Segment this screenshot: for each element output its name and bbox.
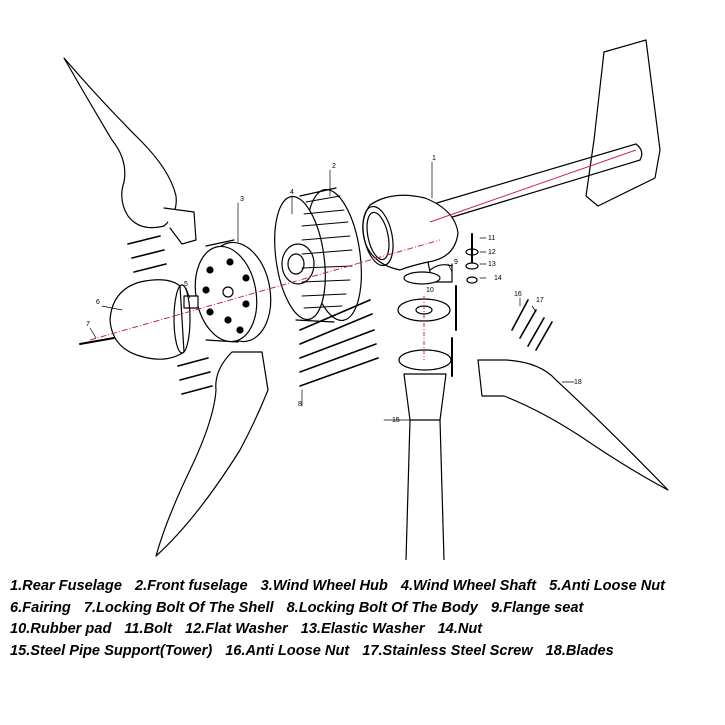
right-blade: [477, 359, 669, 491]
front-fuselage: [274, 187, 362, 323]
callout-18: 18: [574, 379, 582, 386]
legend-row: 6.Fairing 7.Locking Bolt Of The Shell 8.…: [10, 598, 720, 620]
callout-2: 2: [332, 163, 336, 170]
callout-13: 13: [488, 261, 496, 268]
wind-wheel-hub: [194, 239, 272, 343]
legend-item: 1.Rear Fuselage: [10, 578, 122, 594]
legend-item: 13.Elastic Washer: [300, 621, 425, 638]
legend-item: 11.Bolt: [124, 621, 172, 638]
callout-9: 9: [454, 259, 458, 266]
legend-item: 15.Steel Pipe Support(Tower): [10, 643, 213, 660]
rear-fuselage: [362, 194, 459, 271]
callout-16: 16: [514, 291, 522, 298]
callout-14: 14: [494, 275, 502, 282]
fairing: [109, 279, 191, 360]
callout-17: 17: [536, 297, 544, 304]
lower-blade: [155, 351, 269, 557]
legend-item: 10.Rubber pad: [10, 621, 112, 638]
legend-item: 7.Locking Bolt Of The Shell: [83, 599, 274, 616]
legend-item: 4.Wind Wheel Shaft: [400, 578, 537, 594]
parts-legend: 1.Rear Fuselage 2.Front fuselage 3.Wind …: [10, 576, 720, 663]
legend-item: 2.Front fuselage: [134, 578, 248, 594]
legend-item: 17.Stainless Steel Screw: [362, 643, 533, 660]
legend-item: 14.Nut: [437, 621, 483, 638]
legend-row: 10.Rubber pad 11.Bolt 12.Flat Washer 13.…: [10, 619, 720, 641]
legend-item: 9.Flange seat: [490, 599, 584, 616]
callout-12: 12: [488, 249, 496, 256]
anti-loose-nut: [183, 295, 199, 309]
callout-6: 6: [96, 299, 100, 306]
legend-item: 18.Blades: [545, 643, 614, 660]
screw-group: [511, 299, 553, 351]
tail-fin: [585, 39, 661, 207]
right-bolts: [451, 233, 479, 377]
legend-row: 15.Steel Pipe Support(Tower) 16.Anti Loo…: [10, 641, 720, 663]
callout-15: 15: [392, 417, 400, 424]
exploded-view-diagram: 1 2 3 4 5 6 7 8 9 10 11 12 13 14 15 16 1…: [63, 39, 669, 560]
callout-10: 10: [426, 287, 434, 294]
legend-item: 6.Fairing: [10, 599, 71, 616]
legend-item: 3.Wind Wheel Hub: [260, 578, 388, 594]
hub-bolts: [127, 235, 213, 395]
callout-7: 7: [86, 321, 90, 328]
shell-locking-bolt: [79, 337, 115, 345]
legend-item: 12.Flat Washer: [184, 621, 288, 638]
tail-boom: [429, 143, 641, 223]
legend-item: 16.Anti Loose Nut: [225, 643, 350, 660]
callout-11: 11: [488, 235, 495, 242]
callout-1: 1: [432, 155, 436, 162]
legend-row: 1.Rear Fuselage 2.Front fuselage 3.Wind …: [10, 576, 720, 598]
callout-4: 4: [290, 189, 294, 196]
legend-item: 8.Locking Bolt Of The Body: [286, 599, 478, 616]
rotor-axis: [89, 149, 637, 360]
upper-blade: [63, 57, 177, 229]
legend-item: 5.Anti Loose Nut: [549, 578, 666, 594]
body-locking-bolts: [299, 299, 379, 387]
callout-3: 3: [240, 196, 244, 203]
callout-8: 8: [298, 401, 302, 408]
tower: [398, 349, 452, 560]
callout-5: 5: [184, 281, 188, 288]
